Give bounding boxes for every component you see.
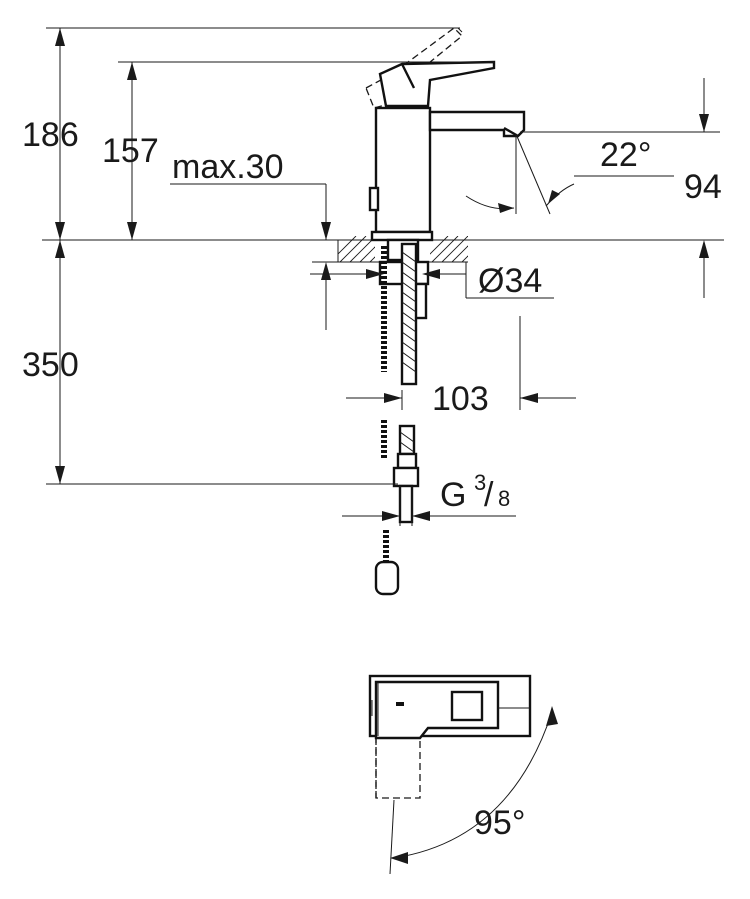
hose-ferrule xyxy=(396,452,418,470)
dim-hole-diameter: Ø34 xyxy=(478,262,542,300)
dim-thread-den: 8 xyxy=(498,486,510,511)
top-lever xyxy=(374,680,500,740)
lever-open-outline xyxy=(365,27,463,109)
hose-thread xyxy=(398,484,414,524)
top-square-cap xyxy=(450,690,484,722)
top-indicator xyxy=(396,702,404,706)
dim-max-thickness: max.30 xyxy=(172,148,284,186)
countertop-hatch-right xyxy=(430,236,468,262)
dim-thread-num: 3 xyxy=(474,470,486,495)
hose-connector-nut xyxy=(392,466,420,488)
top-view: 95° xyxy=(368,674,558,875)
dim-thread-g: G xyxy=(440,476,466,514)
dim-thread-slash: / xyxy=(484,476,494,514)
dim-spout-height: 157 xyxy=(102,132,159,170)
lever-swivel-outline xyxy=(375,738,421,799)
lever-edge xyxy=(400,63,416,89)
faucet-body xyxy=(374,106,432,234)
dim-swivel-angle: 95° xyxy=(474,804,525,842)
popup-knob xyxy=(368,186,380,212)
supply-hose-pattern xyxy=(401,251,417,373)
dim-total-height: 186 xyxy=(22,116,79,154)
faucet-spout xyxy=(428,110,526,138)
dim-underside-length: 350 xyxy=(22,346,79,384)
pull-knob xyxy=(374,560,400,596)
lever-handle xyxy=(378,60,496,108)
dim-spout-angle: 22° xyxy=(600,136,651,174)
dim-spout-reach: 103 xyxy=(432,380,489,418)
dim-spout-clearance: 94 xyxy=(684,168,722,206)
